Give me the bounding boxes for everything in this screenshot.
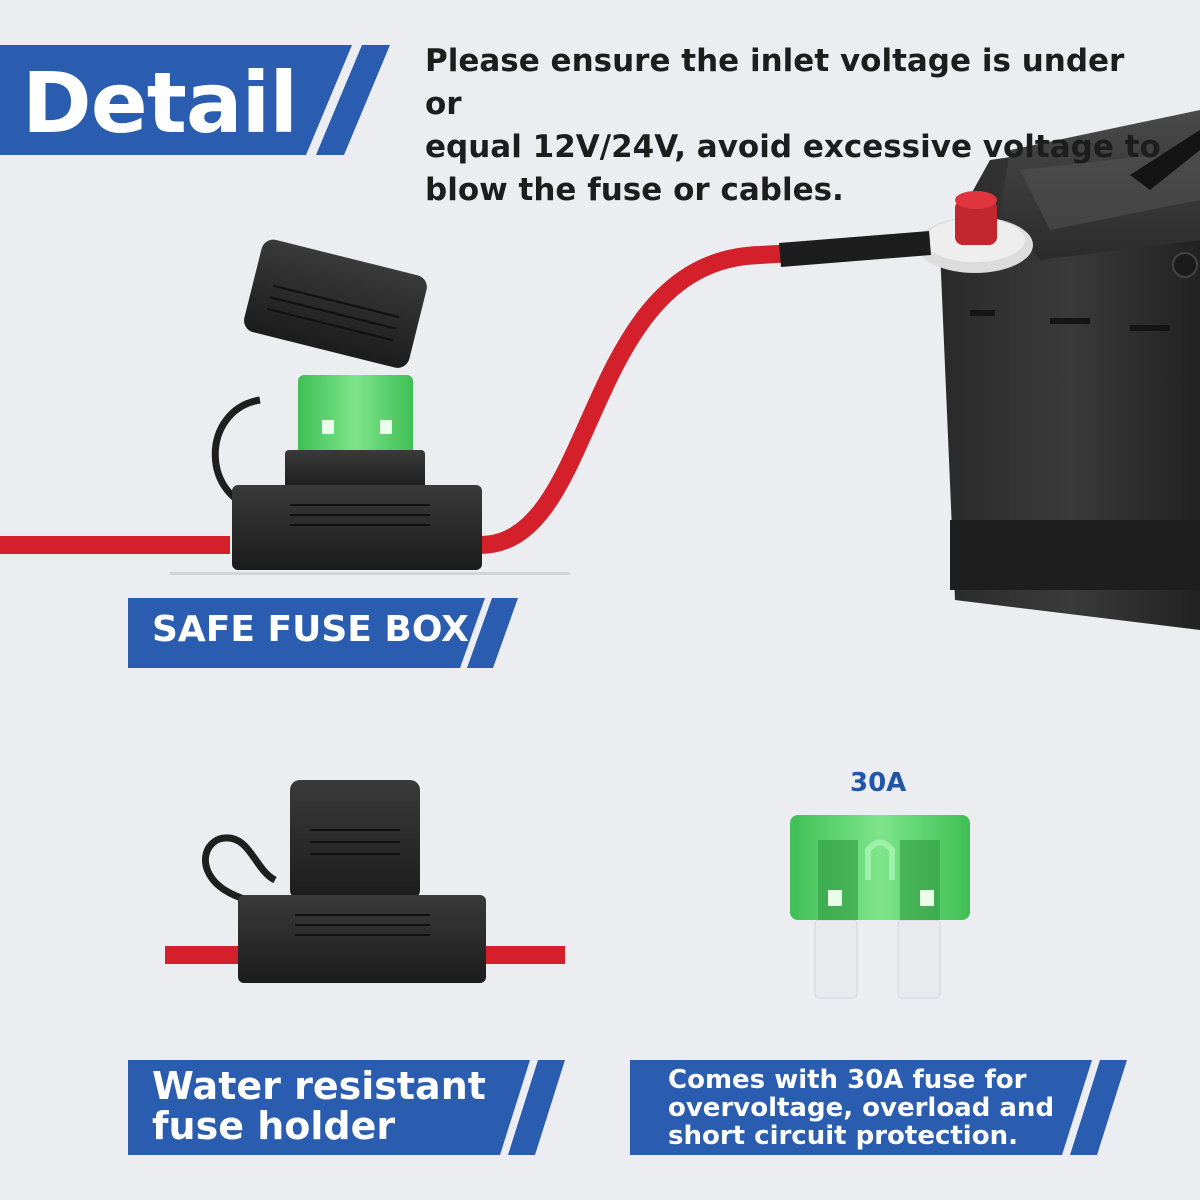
voltage-notice: Please ensure the inlet voltage is under… [425, 43, 1161, 208]
terminal-cap-icon [917, 191, 1033, 273]
title-banner [0, 45, 390, 155]
safe-fuse-box-label: SAFE FUSE BOX [152, 609, 469, 650]
main-wire [0, 231, 931, 554]
fuse-holder-label: Water resistant fuse holder [152, 1064, 486, 1148]
fuse-info-banner [630, 1060, 1127, 1155]
fuse-holder-icon [211, 239, 482, 570]
holder-banner [128, 1060, 565, 1155]
page-title: Detail [22, 54, 298, 152]
fuse-rating-label: 30A [850, 768, 907, 798]
fuse-info-label: Comes with 30A fuse for overvoltage, ove… [668, 1065, 1055, 1151]
safe-fuse-box-banner [128, 598, 518, 668]
fuse-holder-closed-icon [165, 780, 565, 983]
blade-fuse-icon [790, 815, 970, 999]
